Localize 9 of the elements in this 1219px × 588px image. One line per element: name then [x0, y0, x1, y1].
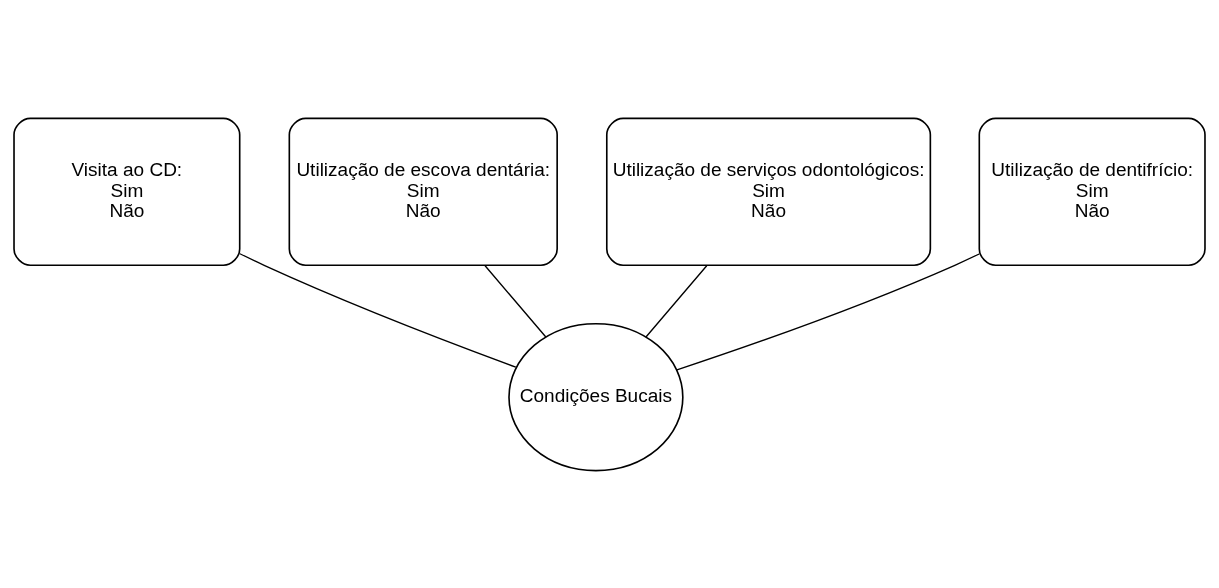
node-ellipse: Condições Bucais — [508, 322, 684, 471]
connector — [239, 252, 517, 368]
connector — [645, 264, 708, 338]
node-box: Utilização de serviços odontológicos: Sim Não — [605, 117, 932, 266]
connector — [484, 264, 547, 338]
node-box: Utilização de escova dentária: Sim Não — [288, 117, 558, 266]
node-box: Visita ao CD: Sim Não — [13, 117, 241, 266]
connector — [676, 252, 980, 370]
node-box: Utilização de dentifrício: Sim Não — [978, 117, 1206, 266]
